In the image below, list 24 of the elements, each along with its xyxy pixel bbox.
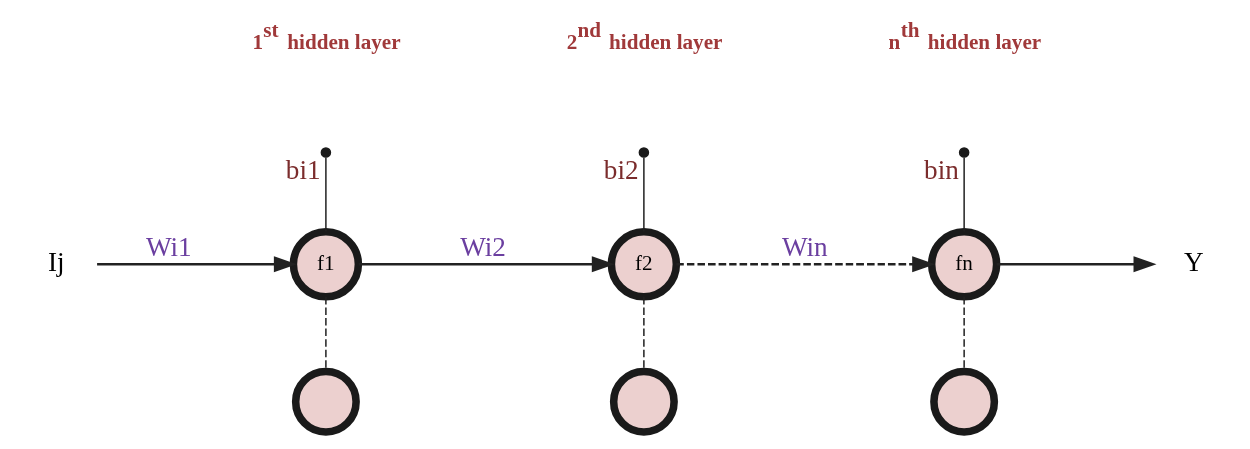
node-label: bi2 (603, 154, 639, 185)
node-text: Ij (47, 246, 65, 277)
node-circle: f2 (607, 227, 681, 301)
node-circle: f1 (289, 227, 363, 301)
node-circle (320, 146, 332, 158)
connector (643, 156, 645, 232)
node-text: Y (1183, 246, 1204, 277)
node-circle (291, 367, 360, 436)
arrow (676, 255, 936, 272)
edge-label: Win (781, 231, 828, 262)
node-circle: fn (927, 227, 1001, 301)
node-label: bi1 (285, 154, 321, 185)
node-label: bin (924, 154, 959, 185)
node-circle (609, 367, 678, 436)
edge-label: Wi2 (460, 231, 506, 262)
node-circle (930, 367, 999, 436)
arrow (97, 255, 297, 272)
arrow (358, 255, 615, 272)
node-circle (638, 146, 650, 158)
connector (325, 156, 327, 232)
edge-label: Wi1 (145, 231, 192, 262)
arrow (996, 255, 1157, 272)
node-circle (958, 146, 970, 158)
connector (963, 156, 965, 232)
